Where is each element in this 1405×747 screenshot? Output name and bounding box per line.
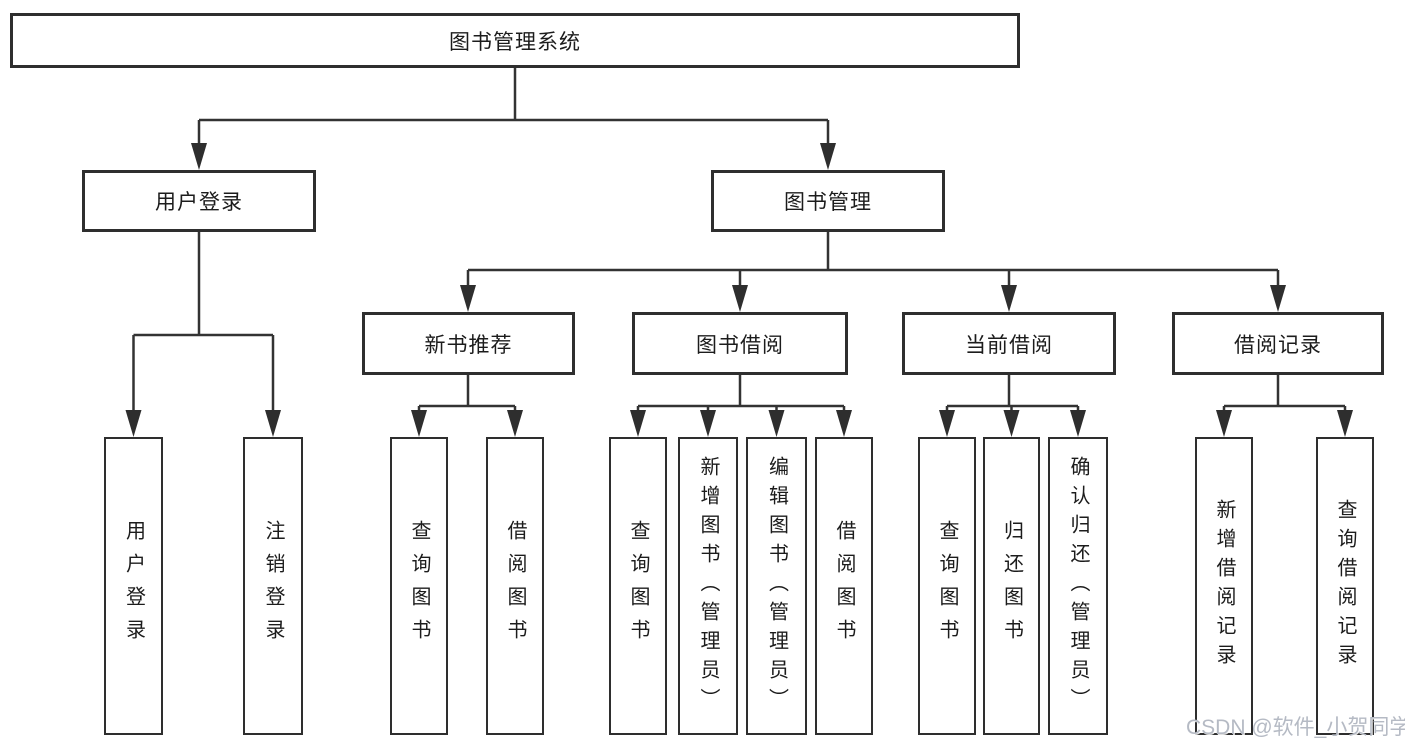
leaf-add-borrow-record: 新增借阅记录 [1195,437,1253,735]
arrow-down-icon [1216,410,1232,437]
leaf-add-books-admin: 新增图书（管理员） [678,437,738,735]
leaf-label: 编辑图书（管理员） [765,455,788,717]
arrow-down-icon [1070,410,1086,437]
leaf-label: 确认归还（管理员） [1067,455,1089,717]
leaf-user-login: 用户登录 [104,437,163,735]
node-label: 当前借阅 [965,333,1053,357]
arrow-down-icon [411,410,427,437]
arrow-down-icon [191,143,207,170]
leaf-label: 借阅图书 [504,520,526,652]
leaf-label: 查询图书 [627,520,649,652]
leaf-label: 借阅图书 [833,520,855,652]
leaf-query-books: 查询图书 [918,437,976,735]
leaf-borrow-books: 借阅图书 [486,437,544,735]
node-user-login: 用户登录 [82,170,316,232]
leaf-return-books: 归还图书 [983,437,1040,735]
arrow-down-icon [732,285,748,312]
arrow-down-icon [820,143,836,170]
arrow-down-icon [1337,410,1353,437]
leaf-query-books: 查询图书 [390,437,448,735]
leaf-borrow-books: 借阅图书 [815,437,873,735]
arrow-down-icon [1001,285,1017,312]
arrow-down-icon [836,410,852,437]
node-current-borrowing: 当前借阅 [902,312,1116,375]
node-label: 图书管理系统 [449,30,581,54]
arrow-down-icon [507,410,523,437]
arrow-down-icon [630,410,646,437]
leaf-confirm-return-admin: 确认归还（管理员） [1048,437,1108,735]
leaf-label: 查询图书 [936,520,958,652]
node-label: 图书借阅 [696,333,784,357]
node-book-borrowing: 图书借阅 [632,312,848,375]
arrow-down-icon [125,410,142,437]
leaf-label: 归还图书 [1000,520,1023,652]
arrow-down-icon [1270,285,1286,312]
csdn-watermark: CSDN @软件_小贺同学 [1186,716,1405,739]
node-label: 图书管理 [784,191,872,214]
leaf-label: 查询借阅记录 [1334,499,1356,673]
node-label: 新书推荐 [424,333,513,357]
leaf-label: 查询图书 [408,520,430,652]
arrow-down-icon [700,410,716,437]
arrow-down-icon [768,410,785,437]
leaf-query-borrow-record: 查询借阅记录 [1316,437,1374,735]
node-label: 借阅记录 [1234,333,1322,357]
leaf-label: 新增图书（管理员） [697,455,719,717]
node-label: 用户登录 [155,191,243,214]
arrowheads [125,143,1353,437]
arrow-down-icon [939,410,955,437]
leaf-edit-books-admin: 编辑图书（管理员） [746,437,807,735]
node-new-book-recommend: 新书推荐 [362,312,575,375]
leaf-label: 用户登录 [122,520,145,652]
leaf-label: 注销登录 [262,520,284,652]
arrow-down-icon [460,285,476,312]
leaf-logout: 注销登录 [243,437,303,735]
leaf-query-books: 查询图书 [609,437,667,735]
node-borrow-records: 借阅记录 [1172,312,1384,375]
node-book-management-system: 图书管理系统 [10,13,1020,68]
arrow-down-icon [1003,410,1020,437]
arrow-down-icon [265,410,281,437]
node-book-management: 图书管理 [711,170,945,232]
leaf-label: 新增借阅记录 [1213,499,1235,673]
